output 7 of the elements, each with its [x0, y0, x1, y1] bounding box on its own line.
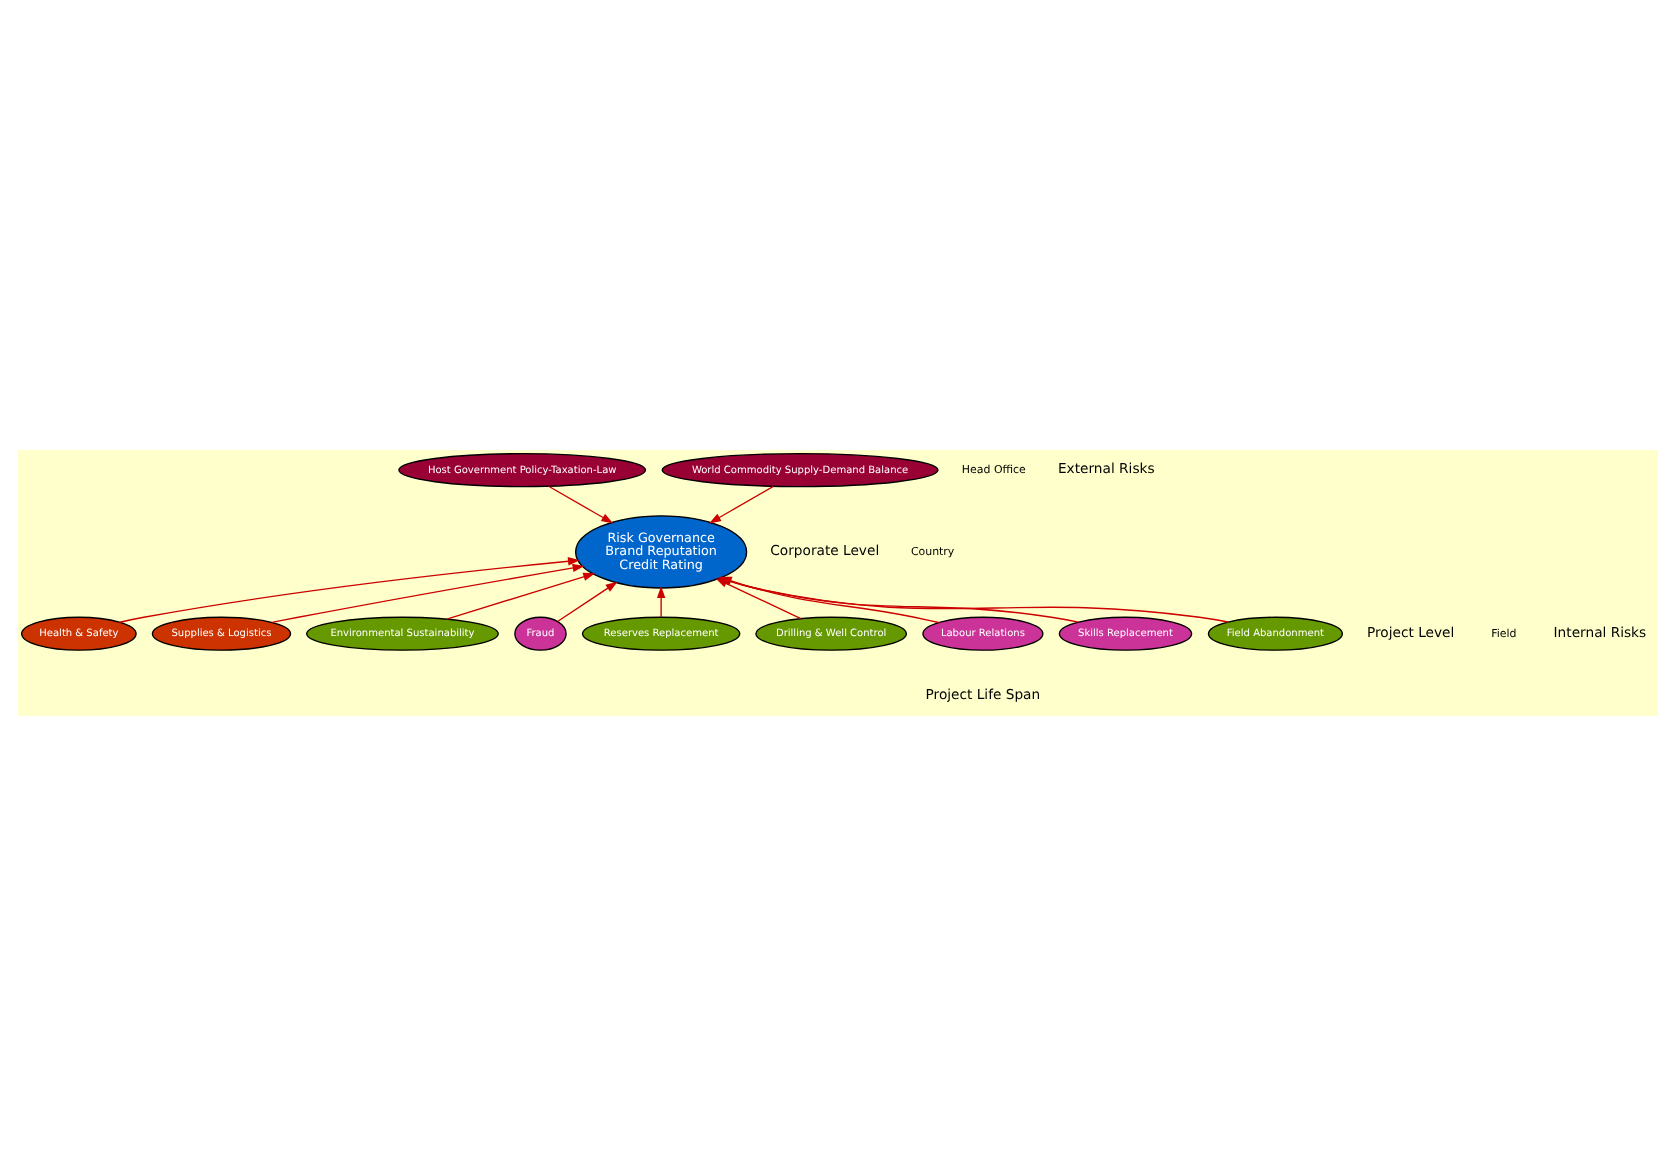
arrow: [656, 586, 666, 618]
arrow: [446, 572, 596, 620]
arrow: [547, 485, 614, 524]
arrow: [709, 485, 774, 524]
arrow: [119, 557, 580, 623]
arrow: [271, 563, 585, 624]
arrow: [557, 581, 618, 622]
